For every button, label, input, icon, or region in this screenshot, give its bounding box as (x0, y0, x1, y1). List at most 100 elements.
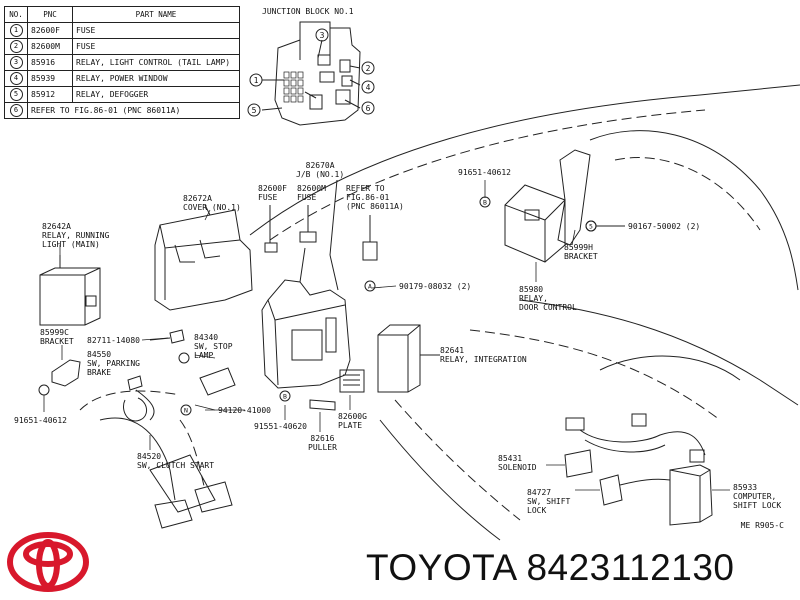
figure-reference: ME R905-C (740, 521, 784, 530)
svg-text:5: 5 (589, 223, 593, 231)
row-number: 1 (9, 24, 23, 37)
label-relay-integration: 82641 RELAY, INTEGRATION (440, 346, 527, 364)
jb-callouts: 1 2 3 4 5 6 (247, 28, 375, 117)
label-plate: 82600G PLATE (338, 412, 367, 430)
shift-tunnel-line (599, 355, 741, 381)
label-91651-top: 91651-40612 (458, 168, 511, 177)
bracket-left-part (51, 359, 81, 387)
row-pnc: 85912 (27, 86, 73, 103)
table-row: 4 85939 RELAY, POWER WINDOW (4, 70, 240, 87)
label-82711: 82711-14080 (87, 336, 140, 345)
refer-relay-part (362, 241, 378, 261)
row-part-name: RELAY, LIGHT CONTROL (TAIL LAMP) (72, 54, 240, 71)
jb-callout-2: 2 (366, 64, 371, 73)
table-row: 6 REFER TO FIG.86-01 (PNC 86011A) (4, 102, 240, 119)
label-relay-door-control: 85980 RELAY, DOOR CONTROL (519, 285, 577, 312)
row-pnc: 82600F (27, 22, 73, 39)
label-solenoid: 85431 SOLENOID (498, 454, 537, 472)
fuse-f-part (264, 242, 278, 253)
table-row: 5 85912 RELAY, DEFOGGER (4, 86, 240, 103)
row-part-name: RELAY, DEFOGGER (72, 86, 240, 103)
header-part-name: PART NAME (72, 6, 240, 23)
label-bracket-right: 85999H BRACKET (564, 243, 598, 261)
fuse-m-part (299, 231, 317, 243)
label-bolt-left: 91651-40612 (14, 416, 67, 425)
table-row: 3 85916 RELAY, LIGHT CONTROL (TAIL LAMP) (4, 54, 240, 71)
svg-text:B: B (283, 393, 287, 401)
label-clutch-start-switch: 84520 SW, CLUTCH START (137, 452, 215, 470)
jb-callout-3: 3 (320, 31, 325, 40)
junction-block-part (261, 247, 351, 389)
cover-part (154, 204, 253, 311)
row-pnc: 82600M (27, 38, 73, 55)
row-part-name: RELAY, POWER WINDOW (72, 70, 240, 87)
door-hidden-line (614, 157, 761, 231)
jb-callout-6: 6 (366, 104, 371, 113)
label-junction-block: 82670A J/B (NO.1) (296, 161, 345, 179)
header-no: NO. (4, 6, 28, 23)
floor-hidden-line (394, 399, 521, 521)
label-91551: 91551-40620 (254, 422, 307, 431)
relay-integration-part (377, 324, 440, 393)
console-hidden-line (469, 329, 721, 421)
label-relay-running-light: 82642A RELAY, RUNNING LIGHT (MAIN) (42, 222, 110, 249)
label-stop-lamp-switch: 84340 SW, STOP LAMP (194, 333, 233, 360)
table-row: 1 82600F FUSE (4, 22, 240, 39)
shift-lock-assembly-part (564, 413, 713, 526)
stop-lamp-switch-part (199, 367, 236, 396)
bracket-right-part (557, 149, 591, 246)
jb-callout-4: 4 (366, 83, 371, 92)
callout-5 (585, 220, 597, 232)
door-panel-line (589, 130, 799, 291)
row-pnc: 85916 (27, 54, 73, 71)
pedal-assembly-part (79, 390, 233, 529)
svg-text:A: A (368, 283, 372, 291)
clutch-connector-part (127, 375, 143, 391)
label-90167: 90167-50002 (2) (628, 222, 701, 231)
puller-part (309, 399, 336, 411)
plate-part (339, 369, 365, 393)
row-number: 5 (9, 88, 23, 101)
row-part-name: REFER TO FIG.86-01 (PNC 86011A) (27, 102, 240, 119)
jb-callout-5: 5 (252, 106, 257, 115)
relay-door-control-part (504, 184, 566, 263)
console-line (519, 299, 799, 406)
row-part-name: FUSE (72, 38, 240, 55)
label-bracket-left: 85999C BRACKET (40, 328, 74, 346)
label-shift-lock-switch: 84727 SW, SHIFT LOCK (527, 488, 571, 515)
junction-block-title: JUNCTION BLOCK NO.1 (262, 7, 354, 16)
label-cover: 82672A COVER (NO.1) (183, 194, 241, 212)
row-part-name: FUSE (72, 22, 240, 39)
bolt-left-part (38, 384, 50, 396)
header-pnc: PNC (27, 6, 73, 23)
dash-hidden-line (269, 109, 706, 241)
dash-outline-line (249, 84, 800, 236)
row-number: 4 (9, 72, 23, 85)
connector-part (169, 329, 185, 344)
label-fuse-m: 82600M FUSE (297, 184, 326, 202)
label-parking-brake-switch: 84550 SW, PARKING BRAKE (87, 350, 140, 377)
label-94120: 94120-41000 (218, 406, 271, 415)
small-callout-letters: B B N A 5 (184, 199, 593, 415)
toyota-logo-icon (7, 532, 89, 592)
brand-part-number: TOYOTA 8423112130 (366, 547, 735, 588)
row-number: 2 (9, 40, 23, 53)
parts-table: NO. PNC PART NAME 1 82600F FUSE 2 82600M… (4, 6, 240, 119)
row-number: 6 (9, 104, 23, 117)
callout-b-top (479, 196, 491, 208)
label-90179: 90179-08032 (2) (399, 282, 472, 291)
row-pnc: 85939 (27, 70, 73, 87)
label-puller: 82616 PULLER (308, 434, 337, 452)
parking-switch-part (178, 352, 190, 364)
label-fuse-f: 82600F FUSE (258, 184, 287, 202)
callout-n (180, 404, 192, 416)
floor-line (379, 419, 501, 541)
callout-a (364, 280, 376, 292)
junction-block-inset (261, 21, 361, 126)
table-row: 2 82600M FUSE (4, 38, 240, 55)
relay-running-light-part (39, 255, 101, 326)
svg-text:B: B (483, 199, 487, 207)
leader-lines (43, 180, 730, 491)
svg-text:N: N (184, 407, 188, 415)
